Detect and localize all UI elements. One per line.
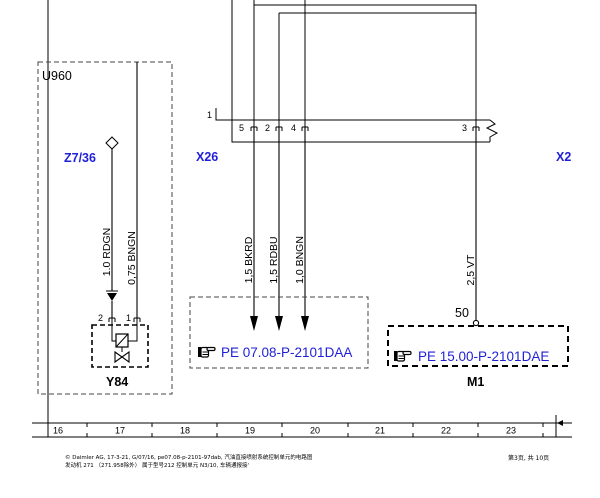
wire-top-pin-3 bbox=[254, 4, 477, 127]
x26-link[interactable]: X26 bbox=[196, 150, 218, 164]
y84-boundary bbox=[91, 324, 149, 368]
footer-page-number: 第3页, 共 10页 bbox=[508, 454, 549, 462]
connector-arrow-icon bbox=[107, 293, 117, 301]
y84-internal-lead-a bbox=[111, 325, 116, 342]
wire-label-bkrd: 1,5 BKRD bbox=[243, 236, 255, 283]
u960-boundary bbox=[37, 61, 173, 395]
terminal-50-label: 50 bbox=[455, 306, 469, 320]
x26-end-pin-label: 1 bbox=[207, 110, 212, 120]
z7-36-diamond-icon[interactable] bbox=[105, 136, 119, 150]
x26-pin-3-label: 3 bbox=[462, 123, 467, 133]
footer-copyright-line: © Daimler AG, 17-3-21, G/07/16, pe07.08-… bbox=[65, 453, 313, 461]
x26-pin-4-label: 4 bbox=[291, 123, 296, 133]
wire-label-vt: 2,5 VT bbox=[465, 254, 477, 286]
grid-column-label: 16 bbox=[53, 426, 63, 436]
y84-internal-lead-b bbox=[128, 325, 138, 342]
grid-column-label: 18 bbox=[180, 426, 190, 436]
x26-pin-5-label: 5 bbox=[239, 123, 244, 133]
x2-link[interactable]: X2 bbox=[556, 150, 571, 164]
solenoid-coil-slash bbox=[115, 333, 129, 348]
y84-pin-1-socket bbox=[133, 317, 141, 325]
wire-label-rdgn: 1.0 RDGN bbox=[101, 228, 113, 276]
pointing-hand-icon[interactable] bbox=[198, 346, 216, 358]
grid-column-label: 23 bbox=[506, 426, 516, 436]
solenoid-valve-icon bbox=[111, 325, 138, 364]
wire-bngn-arrow-icon bbox=[301, 316, 309, 331]
valve-right-triangle bbox=[121, 350, 130, 364]
x26-break-zigzag bbox=[485, 119, 499, 142]
z7-36-link[interactable]: Z7/36 bbox=[64, 151, 96, 165]
wire-label-bngn-y84: 0,75 BNGN bbox=[126, 231, 138, 285]
y84-pin-2-label: 2 bbox=[98, 313, 103, 323]
valve-left-triangle bbox=[114, 350, 123, 364]
wire-label-bngn: 1,0 BNGN bbox=[294, 236, 306, 284]
footer-description-line: 发动机 271 （271.958除外） 属于型号212 控制单元 N3/10, … bbox=[65, 461, 249, 469]
reference-box-pe-07-08 bbox=[189, 296, 369, 369]
wire-bkrd-arrow-icon bbox=[250, 316, 258, 331]
x26-top-edge bbox=[215, 108, 490, 121]
grid-tick-marks bbox=[86, 423, 544, 437]
terminal-50-circle bbox=[472, 319, 480, 327]
hand-index-finger[interactable] bbox=[206, 346, 216, 352]
y84-pin-1-label: 1 bbox=[126, 313, 131, 323]
wire-label-rdbu: 1,5 RDBU bbox=[268, 236, 280, 283]
continuation-arrow-icon bbox=[557, 420, 563, 426]
hand-cuff[interactable] bbox=[198, 347, 201, 357]
hand-index-finger[interactable] bbox=[402, 350, 412, 356]
x26-left-and-bottom-edge bbox=[231, 0, 490, 143]
y84-pin-2-socket bbox=[108, 317, 116, 325]
grid-column-label: 17 bbox=[115, 426, 125, 436]
diagram-canvas: U960 Z7/36 1.0 RDGN 0,75 BNGN 2 1 Y84 bbox=[32, 0, 572, 438]
reference-link-pe-15-00[interactable]: PE 15.00-P-2101DAE bbox=[418, 349, 549, 364]
grid-ticks bbox=[86, 423, 544, 437]
reference-link-pe-07-08[interactable]: PE 07.08-P-2101DAA bbox=[221, 345, 352, 360]
x26-pin-2-label: 2 bbox=[265, 123, 270, 133]
hand-cuff[interactable] bbox=[394, 351, 397, 361]
y84-label: Y84 bbox=[106, 375, 128, 389]
wire-rdbu-arrow-icon bbox=[275, 316, 283, 331]
m1-boundary bbox=[387, 325, 569, 367]
pointing-hand-icon[interactable] bbox=[394, 350, 412, 362]
grid-column-label: 22 bbox=[441, 426, 451, 436]
grid-column-label: 21 bbox=[375, 426, 385, 436]
m1-label: M1 bbox=[467, 375, 484, 389]
grid-column-label: 19 bbox=[245, 426, 255, 436]
wire-top-pin-2 bbox=[278, 12, 476, 127]
u960-label: U960 bbox=[42, 69, 72, 83]
grid-column-label: 20 bbox=[310, 426, 320, 436]
